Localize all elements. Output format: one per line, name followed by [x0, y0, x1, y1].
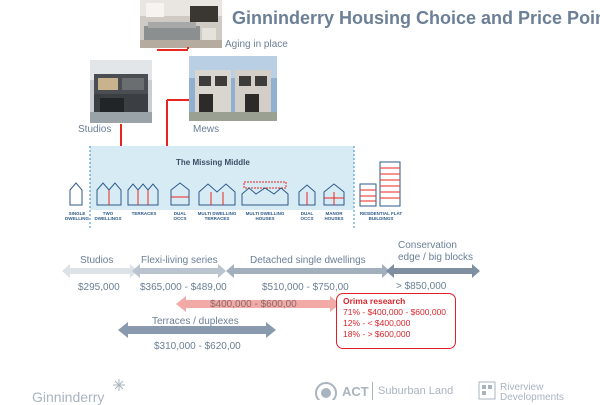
orima-heading: Orima research [343, 296, 406, 306]
price-terraces: $310,000 - $620,00 [154, 341, 241, 352]
multi-dwelling-terraces-icon [198, 183, 236, 206]
ginninderry-logo: Ginninderry [32, 389, 105, 405]
label-multi-dwelling-terraces: MULTI DWELLING TERRACES [197, 211, 237, 221]
range-name-flexi: Flexi-living series [141, 255, 218, 266]
price-conservation: > $850,000 [396, 281, 447, 292]
single-dwelling-icon [69, 182, 83, 206]
mews-photo [189, 56, 277, 121]
price-detached: $510,000 - $750,00 [262, 282, 349, 293]
detached-range-arrow [226, 264, 390, 278]
terraces-icon [127, 183, 159, 206]
missing-middle-bracket [89, 146, 355, 228]
mews-label: Mews [193, 124, 220, 135]
ginninderry-star-icon [113, 379, 125, 391]
conservation-range-arrow [386, 264, 480, 278]
aging-in-place-photo [140, 0, 222, 48]
act-logo-text: ACT [342, 384, 369, 399]
label-dual-occs: DUAL OCCS [173, 211, 187, 221]
range-name-terraces: Terraces / duplexes [152, 316, 239, 327]
missing-middle-range-arrow [176, 296, 340, 312]
manor-houses-icon [323, 183, 345, 206]
dual-occs-icon [170, 182, 190, 206]
developments-logo: Developments [500, 392, 564, 403]
price-missing-middle: $400,000 - $600,00 [210, 299, 297, 310]
residential-flat-buildings-icon [359, 161, 401, 207]
studios-photo [90, 60, 152, 123]
label-single-dwelling: SINGLE DWELLING [65, 211, 89, 221]
page-title: Ginninderry Housing Choice and Price Poi… [232, 8, 600, 28]
range-name-conservation: Conservation edge / big blocks [398, 240, 474, 263]
label-multi-dwelling-houses: MULTI DWELLING HOUSES [245, 211, 285, 221]
act-emblem-icon [315, 382, 337, 400]
label-residential-flat-buildings: RESIDENTIAL FLAT BUILDINGS [359, 211, 403, 221]
aging-in-place-label: Aging in place [225, 39, 288, 50]
range-name-detached: Detached single dwellings [250, 255, 366, 266]
price-studios: $295,000 [78, 282, 120, 293]
price-flexi: $365,000 - $489,00 [140, 282, 227, 293]
suburban-land-logo: Suburban Land [378, 385, 454, 397]
riverview-logo: Riverview [500, 382, 544, 393]
logo-divider [372, 382, 373, 400]
label-dual-occs-2: DUAL OCCS [300, 211, 314, 221]
orima-line-2: 12% - < $400,000 [343, 318, 411, 328]
studios-label: Studios [78, 124, 112, 135]
orima-research-box: Orima research 71% - $400,000 - $600,000… [336, 293, 456, 349]
flexi-range-arrow [132, 264, 226, 278]
studios-range-arrow [62, 264, 138, 278]
missing-middle-title: The Missing Middle [176, 158, 250, 167]
two-dwellings-icon [96, 182, 122, 206]
terraces-range-arrow [118, 322, 276, 338]
riverview-emblem-icon [478, 381, 496, 400]
label-terraces: TERRACES [131, 211, 157, 216]
label-two-dwellings: TWO DWELLINGS [94, 211, 122, 221]
orima-line-1: 71% - $400,000 - $600,000 [343, 307, 447, 317]
missing-middle-band [90, 146, 354, 210]
range-name-studios: Studios [80, 255, 114, 266]
dual-occs-2-icon [298, 184, 316, 206]
orima-line-3: 18% - > $600,000 [343, 329, 411, 339]
multi-dwelling-houses-icon [241, 181, 289, 206]
label-manor-houses: MANOR HOUSES [324, 211, 344, 221]
